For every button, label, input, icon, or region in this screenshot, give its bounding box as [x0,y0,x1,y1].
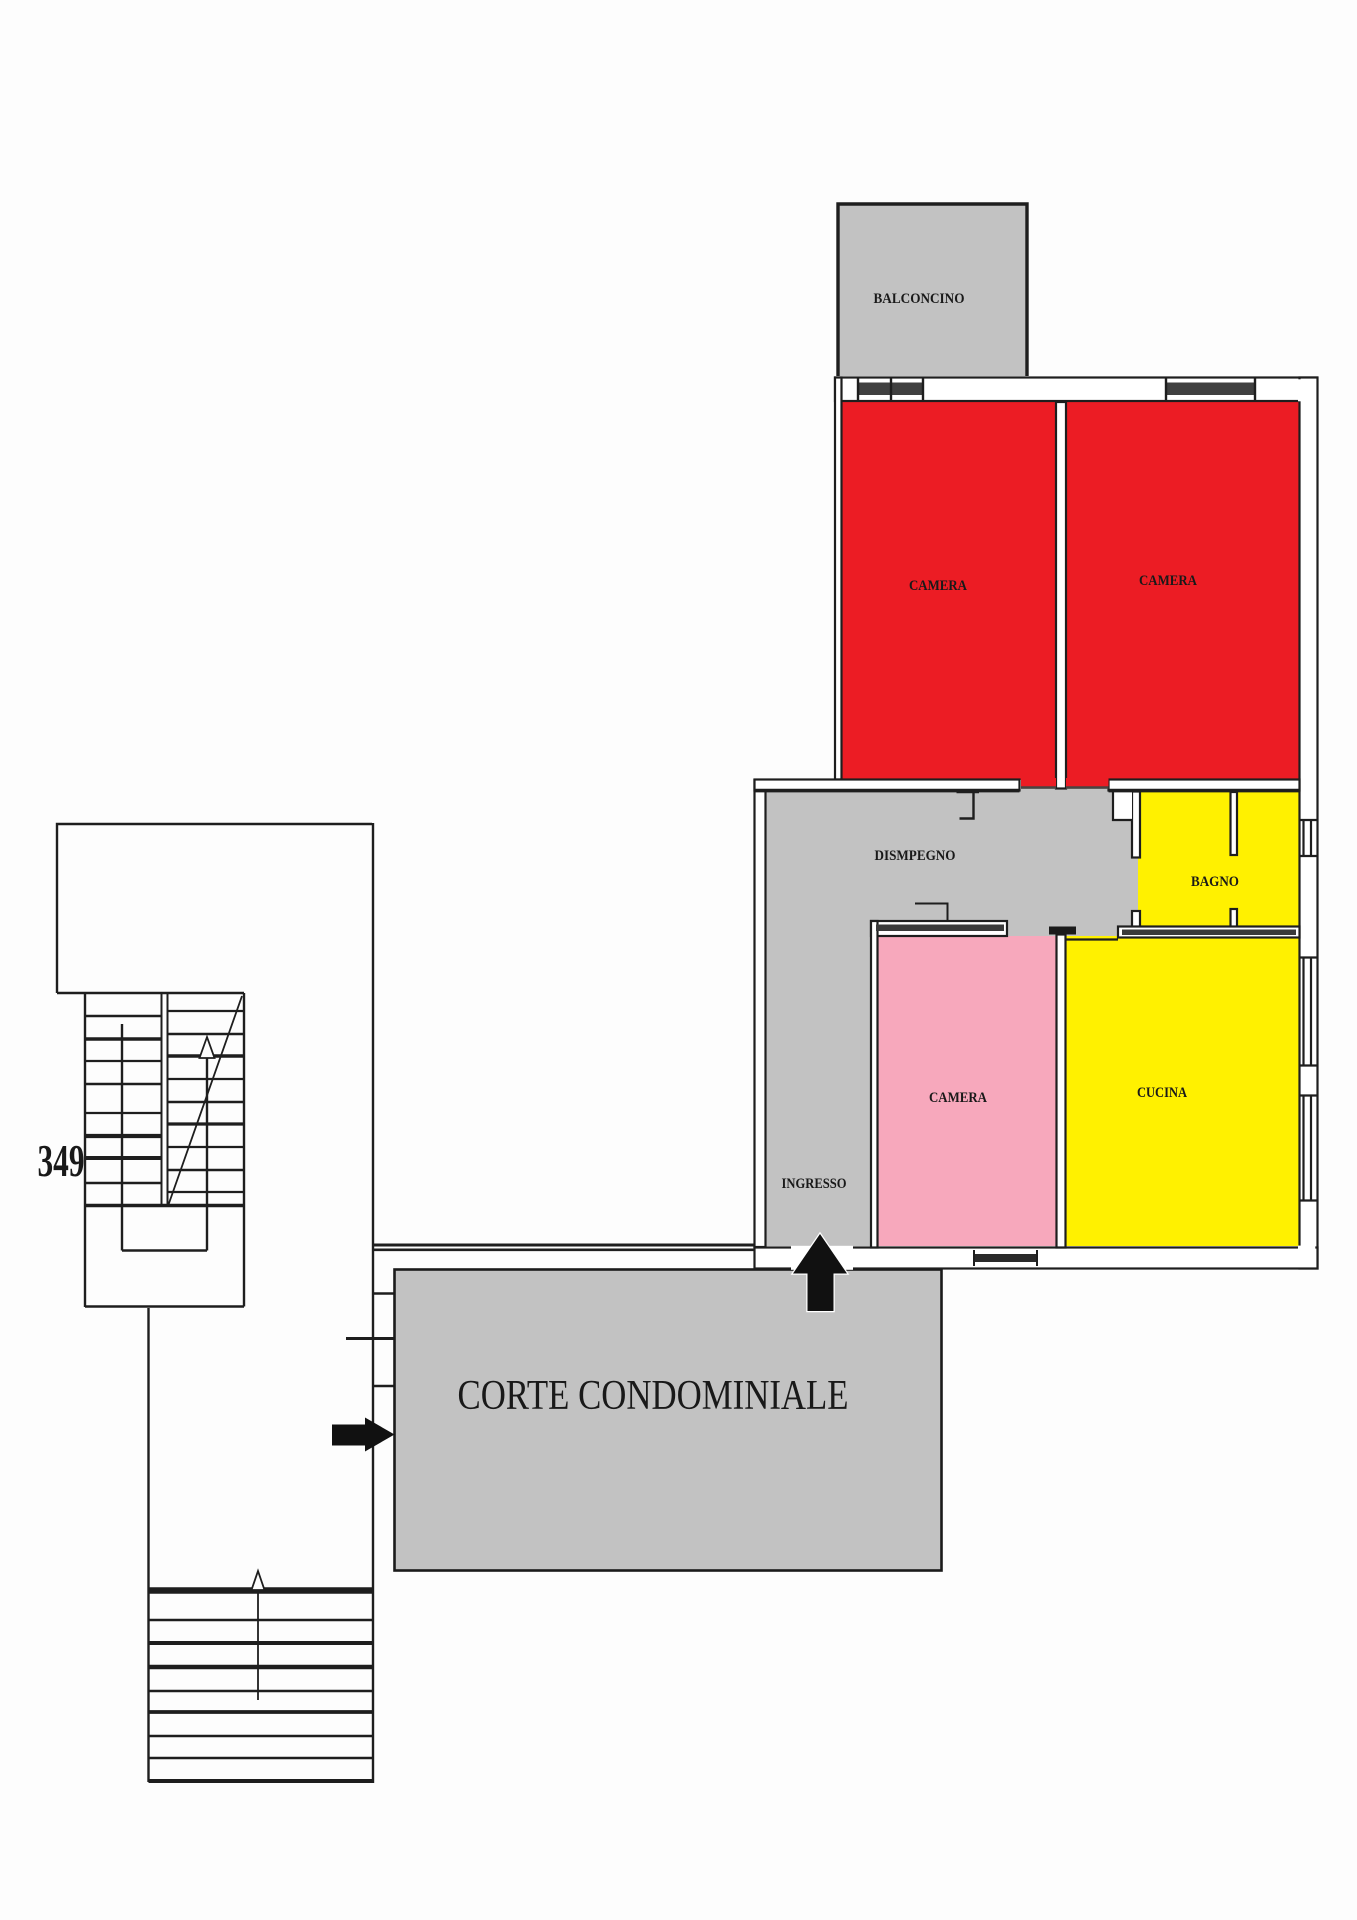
svg-text:CAMERA: CAMERA [909,578,967,594]
svg-text:CAMERA: CAMERA [1139,573,1197,589]
svg-text:BALCONCINO: BALCONCINO [874,291,965,307]
svg-text:DISMPEGNO: DISMPEGNO [875,848,956,864]
svg-text:CUCINA: CUCINA [1137,1085,1187,1101]
svg-text:INGRESSO: INGRESSO [782,1176,847,1192]
svg-text:CORTE CONDOMINIALE: CORTE CONDOMINIALE [458,1373,849,1419]
svg-text:BAGNO: BAGNO [1191,874,1239,890]
svg-text:CAMERA: CAMERA [929,1090,987,1106]
svg-text:349: 349 [38,1136,85,1186]
